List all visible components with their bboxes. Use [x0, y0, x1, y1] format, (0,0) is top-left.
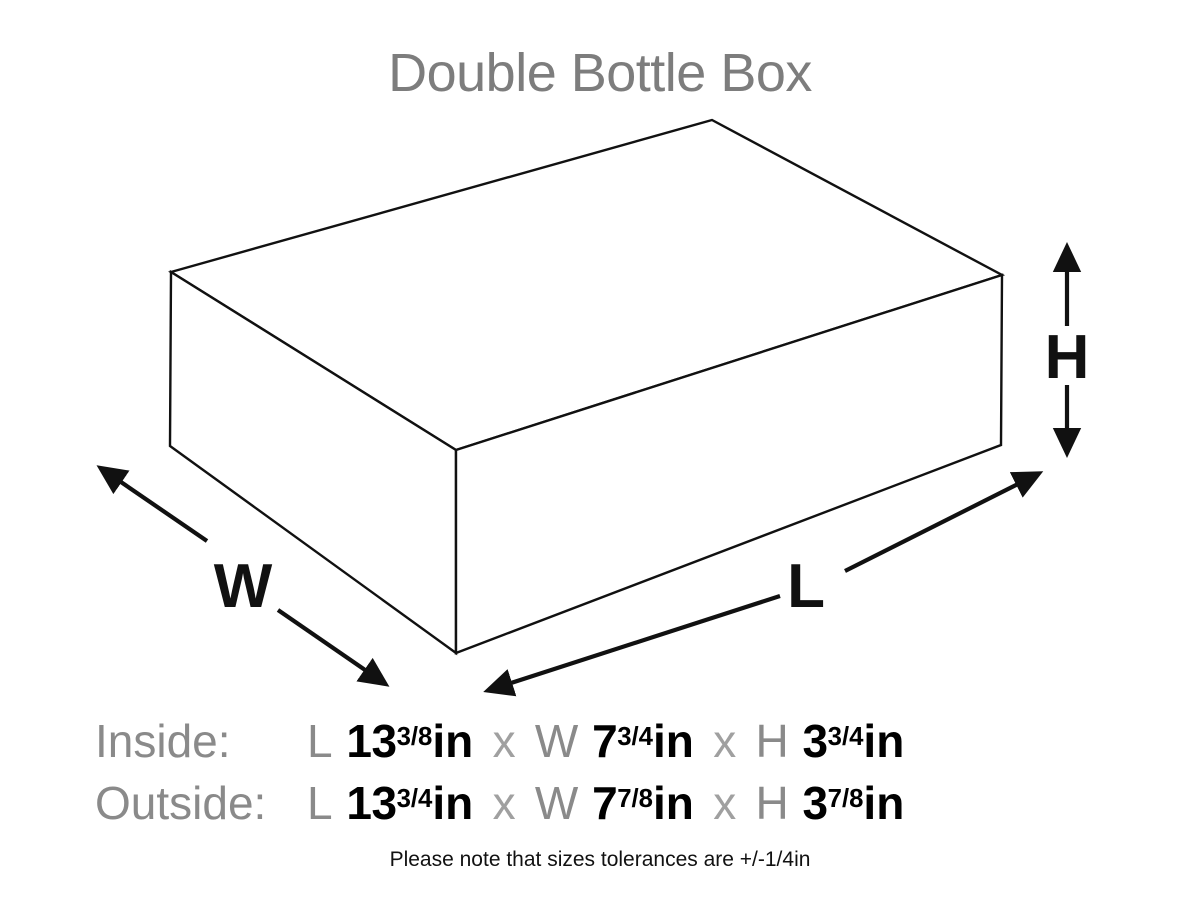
outside-length-axis: L — [307, 777, 333, 829]
inside-width-whole: 7 — [592, 715, 618, 767]
width-dimension-arrow — [96, 465, 390, 687]
width-arrow-lower-segment — [276, 608, 390, 687]
inside-height-unit: in — [863, 715, 905, 767]
outside-length-whole: 13 — [346, 777, 397, 829]
length-label: L — [787, 552, 825, 621]
outside-separator-1: x — [492, 777, 516, 829]
outside-width-whole: 7 — [592, 777, 618, 829]
length-arrow-right-segment — [844, 471, 1044, 573]
inside-width-axis: W — [534, 715, 579, 767]
inside-width-unit: in — [652, 715, 694, 767]
outside-height-fraction: 7/8 — [827, 785, 864, 814]
inside-length-whole: 13 — [346, 715, 397, 767]
outside-width-unit: in — [652, 777, 694, 829]
width-label: W — [214, 552, 273, 621]
inside-length-unit: in — [432, 715, 474, 767]
inside-length-axis: L — [307, 715, 333, 767]
inside-separator-1: x — [492, 715, 516, 767]
outside-length-fraction: 3/4 — [396, 785, 433, 814]
outside-width-axis: W — [534, 777, 579, 829]
width-arrow-upper-segment — [96, 465, 209, 543]
inside-height-fraction: 3/4 — [827, 723, 864, 752]
inside-length-fraction: 3/8 — [396, 723, 433, 752]
inside-separator-2: x — [713, 715, 737, 767]
outside-width-fraction: 7/8 — [617, 785, 653, 814]
outside-height-whole: 3 — [802, 777, 829, 829]
outside-height-axis: H — [755, 777, 789, 829]
inside-width-fraction: 3/4 — [617, 723, 653, 752]
length-dimension-arrow — [483, 471, 1044, 697]
inside-label: Inside: — [95, 715, 231, 767]
outside-height-unit: in — [863, 777, 905, 829]
outside-length-unit: in — [432, 777, 474, 829]
length-arrow-left-segment — [483, 594, 781, 697]
inside-height-whole: 3 — [802, 715, 829, 767]
box-right-face — [454, 273, 1004, 655]
tolerance-footnote: Please note that sizes tolerances are +/… — [389, 848, 811, 871]
box-solid — [168, 118, 1006, 656]
outside-label: Outside: — [95, 777, 267, 829]
height-label: H — [1045, 323, 1090, 392]
page-title: Double Bottle Box — [388, 43, 812, 103]
inside-height-axis: H — [755, 715, 789, 767]
outside-separator-2: x — [713, 777, 737, 829]
